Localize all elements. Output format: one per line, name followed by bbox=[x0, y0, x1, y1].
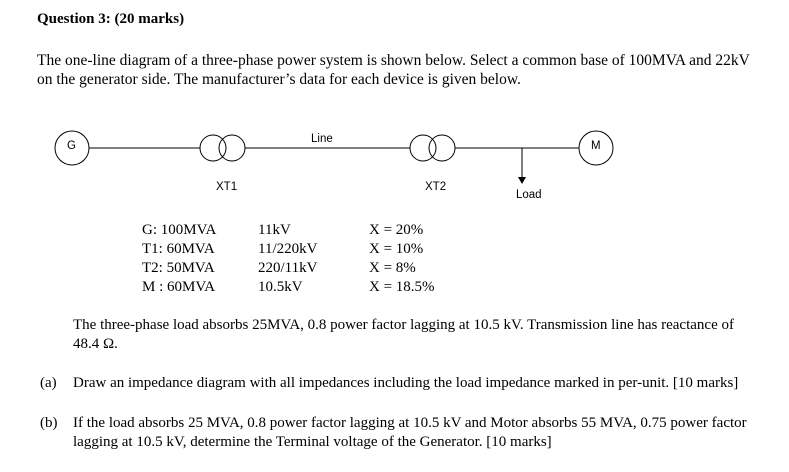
generator-label: G bbox=[67, 140, 76, 152]
spec-voltage-t2: 220/11kV bbox=[258, 260, 318, 276]
transformer-t2-secondary bbox=[428, 134, 456, 162]
part-a-text: Draw an impedance diagram with all imped… bbox=[73, 375, 739, 391]
spec-device-m: M : 60MVA bbox=[142, 279, 216, 295]
motor-label: M bbox=[591, 140, 601, 152]
spec-voltage-g: 11kV bbox=[258, 222, 291, 238]
question-title: Question 3: (20 marks) bbox=[37, 11, 185, 27]
transformer-t1-primary bbox=[199, 134, 227, 162]
spec-reactance-m: X = 18.5% bbox=[369, 279, 435, 295]
motor-symbol bbox=[578, 130, 614, 166]
load-label: Load bbox=[516, 189, 542, 201]
part-b-letter: (b) bbox=[40, 415, 58, 431]
spec-device-g: G: 100MVA bbox=[142, 222, 217, 238]
spec-voltage-m: 10.5kV bbox=[258, 279, 303, 295]
transformer-t2-primary bbox=[409, 134, 437, 162]
part-b-text: If the load absorbs 25 MVA, 0.8 power fa… bbox=[73, 415, 747, 450]
part-a-letter: (a) bbox=[40, 375, 57, 391]
spec-voltage-t1: 11/220kV bbox=[258, 241, 318, 257]
line-label: Line bbox=[311, 133, 333, 145]
xt2-label: XT2 bbox=[425, 181, 447, 193]
spec-reactance-g: X = 20% bbox=[369, 222, 424, 238]
transformer-t1-secondary bbox=[218, 134, 246, 162]
question-intro: The one-line diagram of a three-phase po… bbox=[37, 52, 750, 88]
xt1-label: XT1 bbox=[216, 181, 238, 193]
load-arrow-icon bbox=[518, 177, 526, 184]
spec-reactance-t2: X = 8% bbox=[369, 260, 416, 276]
load-paragraph: The three-phase load absorbs 25MVA, 0.8 … bbox=[73, 317, 734, 352]
spec-device-t1: T1: 60MVA bbox=[142, 241, 215, 257]
spec-reactance-t1: X = 10% bbox=[369, 241, 424, 257]
spec-device-t2: T2: 50MVA bbox=[142, 260, 215, 276]
